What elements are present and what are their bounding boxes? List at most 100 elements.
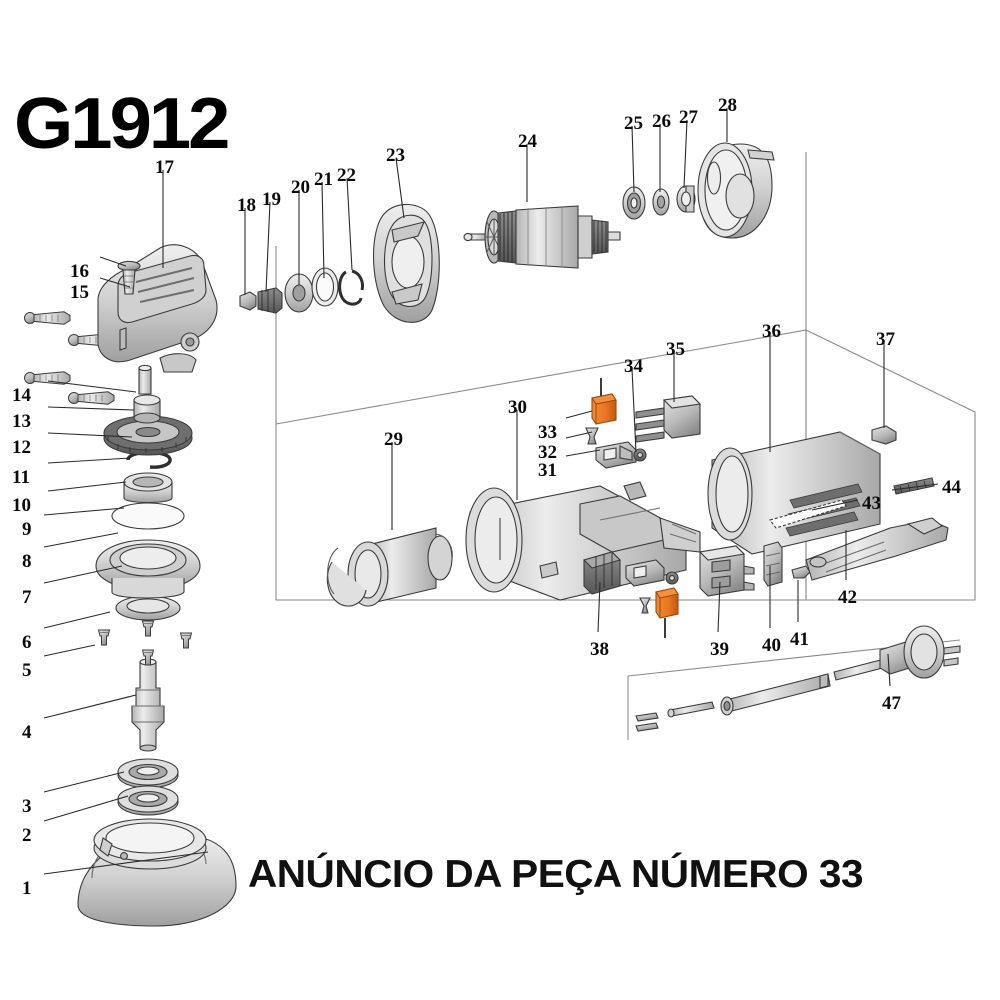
part-cord-grip: [720, 673, 831, 716]
leader-line-14: [47, 380, 137, 393]
callout-number-21: 21: [314, 169, 333, 190]
callout-number-6: 6: [22, 632, 32, 653]
callout-number-7: 7: [22, 587, 32, 608]
part-seal-ring: [311, 267, 339, 307]
leader-line-4: [43, 694, 137, 719]
part-switch-plunger: [763, 541, 783, 587]
callout-number-39: 39: [710, 639, 729, 660]
upper-assembly-box: [275, 152, 807, 425]
callout-number-23: 23: [386, 145, 405, 166]
part-output-spindle: [131, 658, 165, 752]
part-retaining-clip: [338, 269, 364, 306]
callout-number-43: 43: [862, 493, 881, 514]
left-assembly: [23, 244, 237, 927]
callout-number-1: 1: [22, 878, 32, 899]
callout-number-44: 44: [942, 477, 961, 498]
leader-line-43: [811, 499, 859, 511]
part-armature-rotor: [463, 205, 621, 269]
part-bearing-retainer: [123, 472, 173, 504]
callout-number-22: 22: [337, 165, 356, 186]
callout-number-30: 30: [508, 397, 527, 418]
callout-number-41: 41: [790, 629, 809, 650]
part-rear-ball-bearing: [622, 186, 646, 220]
part-contact-spring: [893, 477, 935, 495]
leader-line-2: [43, 795, 129, 822]
callout-number-31: 31: [538, 460, 557, 481]
part-bushing: [133, 394, 161, 424]
part-motor-housing: [465, 481, 701, 601]
leader-line-13: [47, 406, 135, 411]
callout-number-4: 4: [22, 722, 32, 743]
leader-line-39: [717, 581, 721, 633]
callout-number-18: 18: [237, 195, 256, 216]
callout-number-19: 19: [262, 189, 281, 210]
leader-line-25: [631, 125, 635, 193]
part-gear-housing: [97, 244, 218, 373]
part-bearing-sleeve: [676, 185, 696, 213]
part-housing-screw: [117, 260, 141, 295]
callout-number-5: 5: [22, 660, 32, 681]
callout-number-33: 33: [538, 422, 557, 443]
leader-line-10: [47, 481, 127, 492]
part-pin: [138, 364, 152, 395]
callout-number-29: 29: [384, 429, 403, 450]
callout-number-47: 47: [882, 693, 901, 714]
callout-number-40: 40: [762, 635, 781, 656]
callout-number-28: 28: [718, 95, 737, 116]
part-brush-holder-b: [625, 559, 665, 587]
page-title: G1912: [14, 84, 230, 164]
part-carbon-brush-highlighted-b: [655, 587, 679, 638]
leader-line-31: [565, 449, 601, 457]
power-cord-assembly: [635, 625, 961, 732]
callout-number-3: 3: [22, 796, 32, 817]
lower-assembly: [326, 378, 949, 638]
part-oil-seal: [115, 595, 181, 621]
leader-lines: [43, 108, 939, 875]
part-ball-bearing-lower: [117, 785, 179, 816]
part-switch-module: [698, 545, 755, 597]
part-bearing-washer: [652, 188, 670, 216]
callout-number-20: 20: [291, 177, 310, 198]
part-pinion-nut: [239, 291, 257, 311]
callout-number-32: 32: [538, 442, 557, 463]
leader-line-6: [43, 611, 111, 629]
callout-number-34: 34: [624, 356, 643, 377]
leader-line-3: [43, 771, 125, 793]
callout-number-2: 2: [22, 825, 32, 846]
part-switch-lever: [805, 517, 949, 581]
callout-number-38: 38: [590, 639, 609, 660]
part-switch-screw: [791, 565, 811, 579]
part-end-cap: [697, 142, 775, 239]
leader-line-21: [321, 181, 325, 279]
callout-number-15: 15: [70, 282, 89, 303]
callout-number-35: 35: [666, 339, 685, 360]
part-terminal-block: [635, 395, 702, 443]
part-cord-terminals: [635, 712, 659, 732]
callout-number-37: 37: [876, 329, 895, 350]
leader-line-11: [47, 457, 131, 464]
leader-line-19: [265, 201, 271, 293]
part-cover-screw: [871, 425, 897, 445]
advertised-part-caption: ANÚNCIO DA PEÇA NÚMERO 33: [248, 853, 864, 896]
leader-line-8: [43, 532, 119, 548]
part-motor-cover: [707, 431, 881, 555]
right-assembly-box: [805, 329, 976, 601]
part-screw-group: [97, 620, 193, 666]
leader-line-15: [99, 277, 131, 288]
part-stator-field-coil: [326, 527, 453, 607]
part-wheel-guard: [77, 818, 237, 927]
callout-number-11: 11: [12, 467, 30, 488]
part-o-ring: [111, 502, 185, 530]
callout-number-24: 24: [518, 131, 537, 152]
leader-line-1: [43, 851, 209, 875]
leader-line-33: [565, 410, 593, 419]
part-spiral-bevel-gear: [103, 415, 193, 456]
part-brush-cap-pin: [633, 448, 647, 462]
part-ball-bearing-upper: [117, 758, 179, 789]
leader-line-47: [887, 653, 891, 687]
callout-number-36: 36: [762, 321, 781, 342]
part-brush-spring-housing: [582, 551, 622, 595]
callout-number-14: 14: [12, 385, 31, 406]
part-carbon-brush-highlighted-a: [591, 378, 617, 425]
